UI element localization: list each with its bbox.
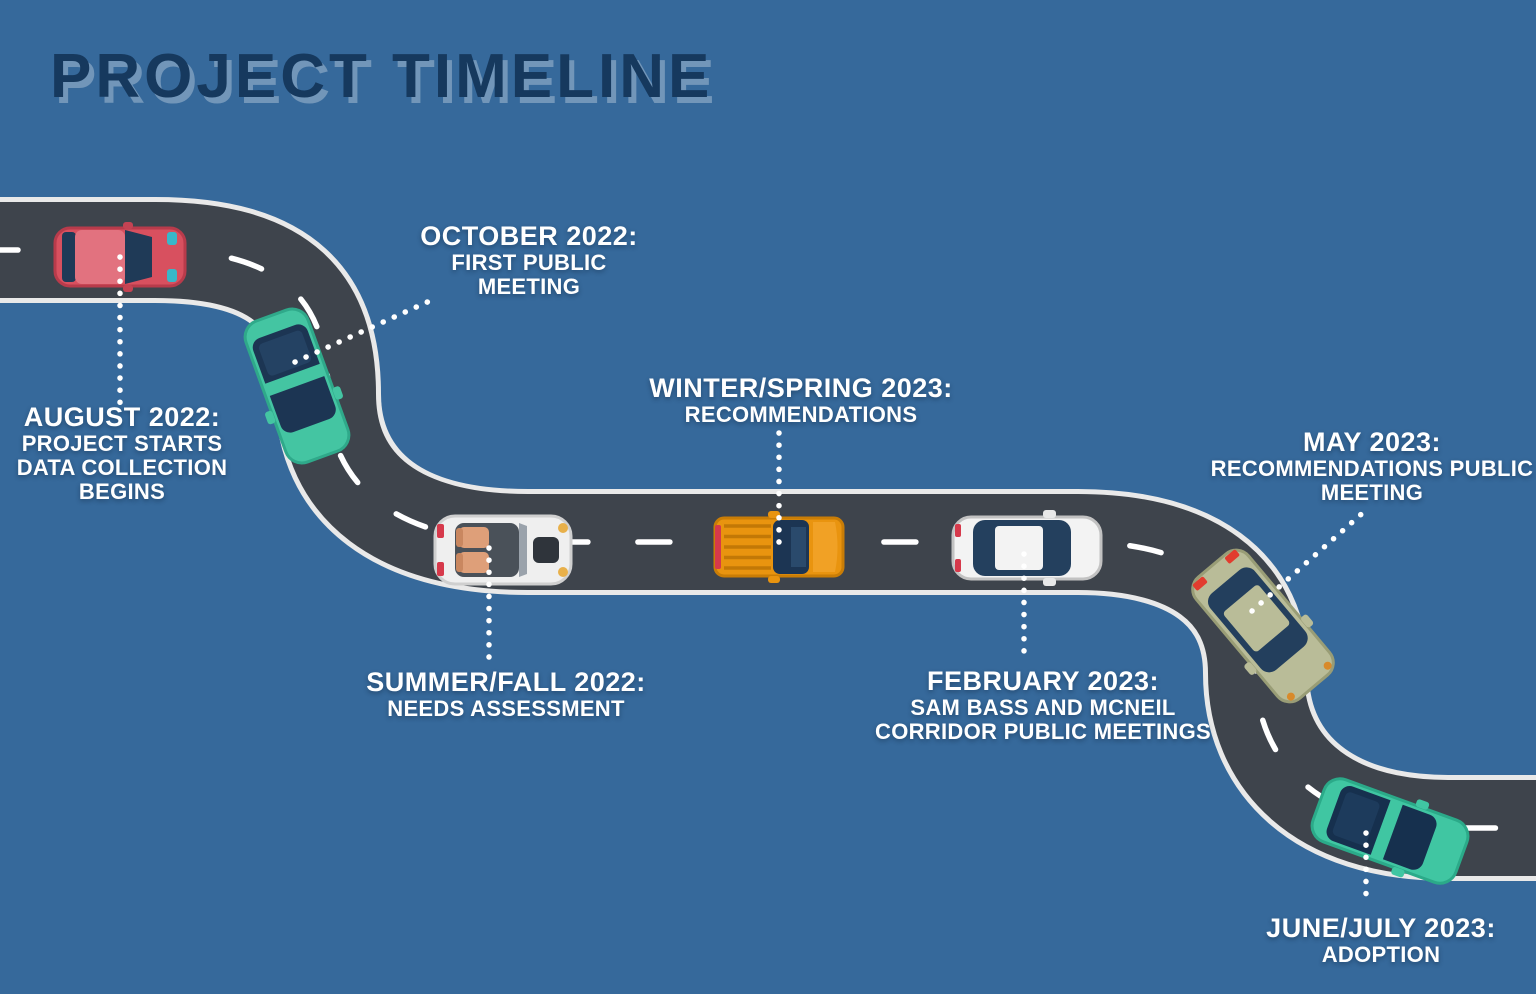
- milestone-line: BEGINS: [78, 479, 166, 504]
- milestone-heading: OCTOBER 2022:: [420, 221, 638, 251]
- milestone-line: ADOPTION: [1321, 942, 1441, 967]
- milestone-heading: AUGUST 2022:: [23, 402, 221, 432]
- milestone-line: SAM BASS AND MCNEIL: [910, 695, 1176, 720]
- vehicles: [53, 222, 1470, 885]
- milestone-august-2022: AUGUST 2022: PROJECT STARTS DATA COLLECT…: [17, 402, 228, 504]
- milestone-heading: MAY 2023:: [1302, 427, 1442, 457]
- milestone-line: RECOMMENDATIONS PUBLIC: [1210, 456, 1534, 481]
- page-title: PROJECT TIMELINE: [50, 42, 714, 111]
- milestone-line: MEETING: [477, 274, 581, 299]
- milestone-winter-spring-2023: WINTER/SPRING 2023: RECOMMENDATIONS: [649, 373, 953, 427]
- milestone-may-2023: MAY 2023: RECOMMENDATIONS PUBLIC MEETING: [1211, 427, 1534, 505]
- orange-pickup-truck-icon: [713, 511, 845, 583]
- milestone-heading: JUNE/JULY 2023:: [1266, 913, 1496, 943]
- milestone-heading: SUMMER/FALL 2022:: [366, 667, 646, 697]
- milestone-october-2022: OCTOBER 2022: FIRST PUBLIC MEETING: [420, 221, 638, 299]
- milestone-line: MEETING: [1320, 480, 1424, 505]
- milestone-line: FIRST PUBLIC: [451, 250, 607, 275]
- milestone-line: CORRIDOR PUBLIC MEETINGS: [875, 719, 1211, 744]
- milestone-heading: FEBRUARY 2023:: [926, 666, 1160, 696]
- milestone-february-2023: FEBRUARY 2023: SAM BASS AND MCNEIL CORRI…: [875, 666, 1211, 744]
- milestone-heading: WINTER/SPRING 2023:: [649, 373, 953, 403]
- milestone-line: RECOMMENDATIONS: [684, 402, 918, 427]
- white-convertible-icon: [433, 514, 573, 586]
- olive-car-icon: [1191, 548, 1335, 704]
- connector-may: [1249, 507, 1369, 614]
- lane-markings: [0, 247, 1536, 831]
- milestone-summer-fall-2022: SUMMER/FALL 2022: NEEDS ASSESSMENT: [366, 667, 646, 721]
- milestone-line: PROJECT STARTS: [21, 431, 223, 456]
- milestone-june-july-2023: JUNE/JULY 2023: ADOPTION: [1266, 913, 1496, 967]
- milestone-line: DATA COLLECTION: [16, 455, 228, 480]
- teal-car-2-icon: [1310, 777, 1470, 885]
- white-sedan-icon: [951, 510, 1103, 586]
- connectors: [117, 254, 1369, 899]
- milestone-line: NEEDS ASSESSMENT: [387, 696, 625, 721]
- connector-october: [292, 296, 437, 365]
